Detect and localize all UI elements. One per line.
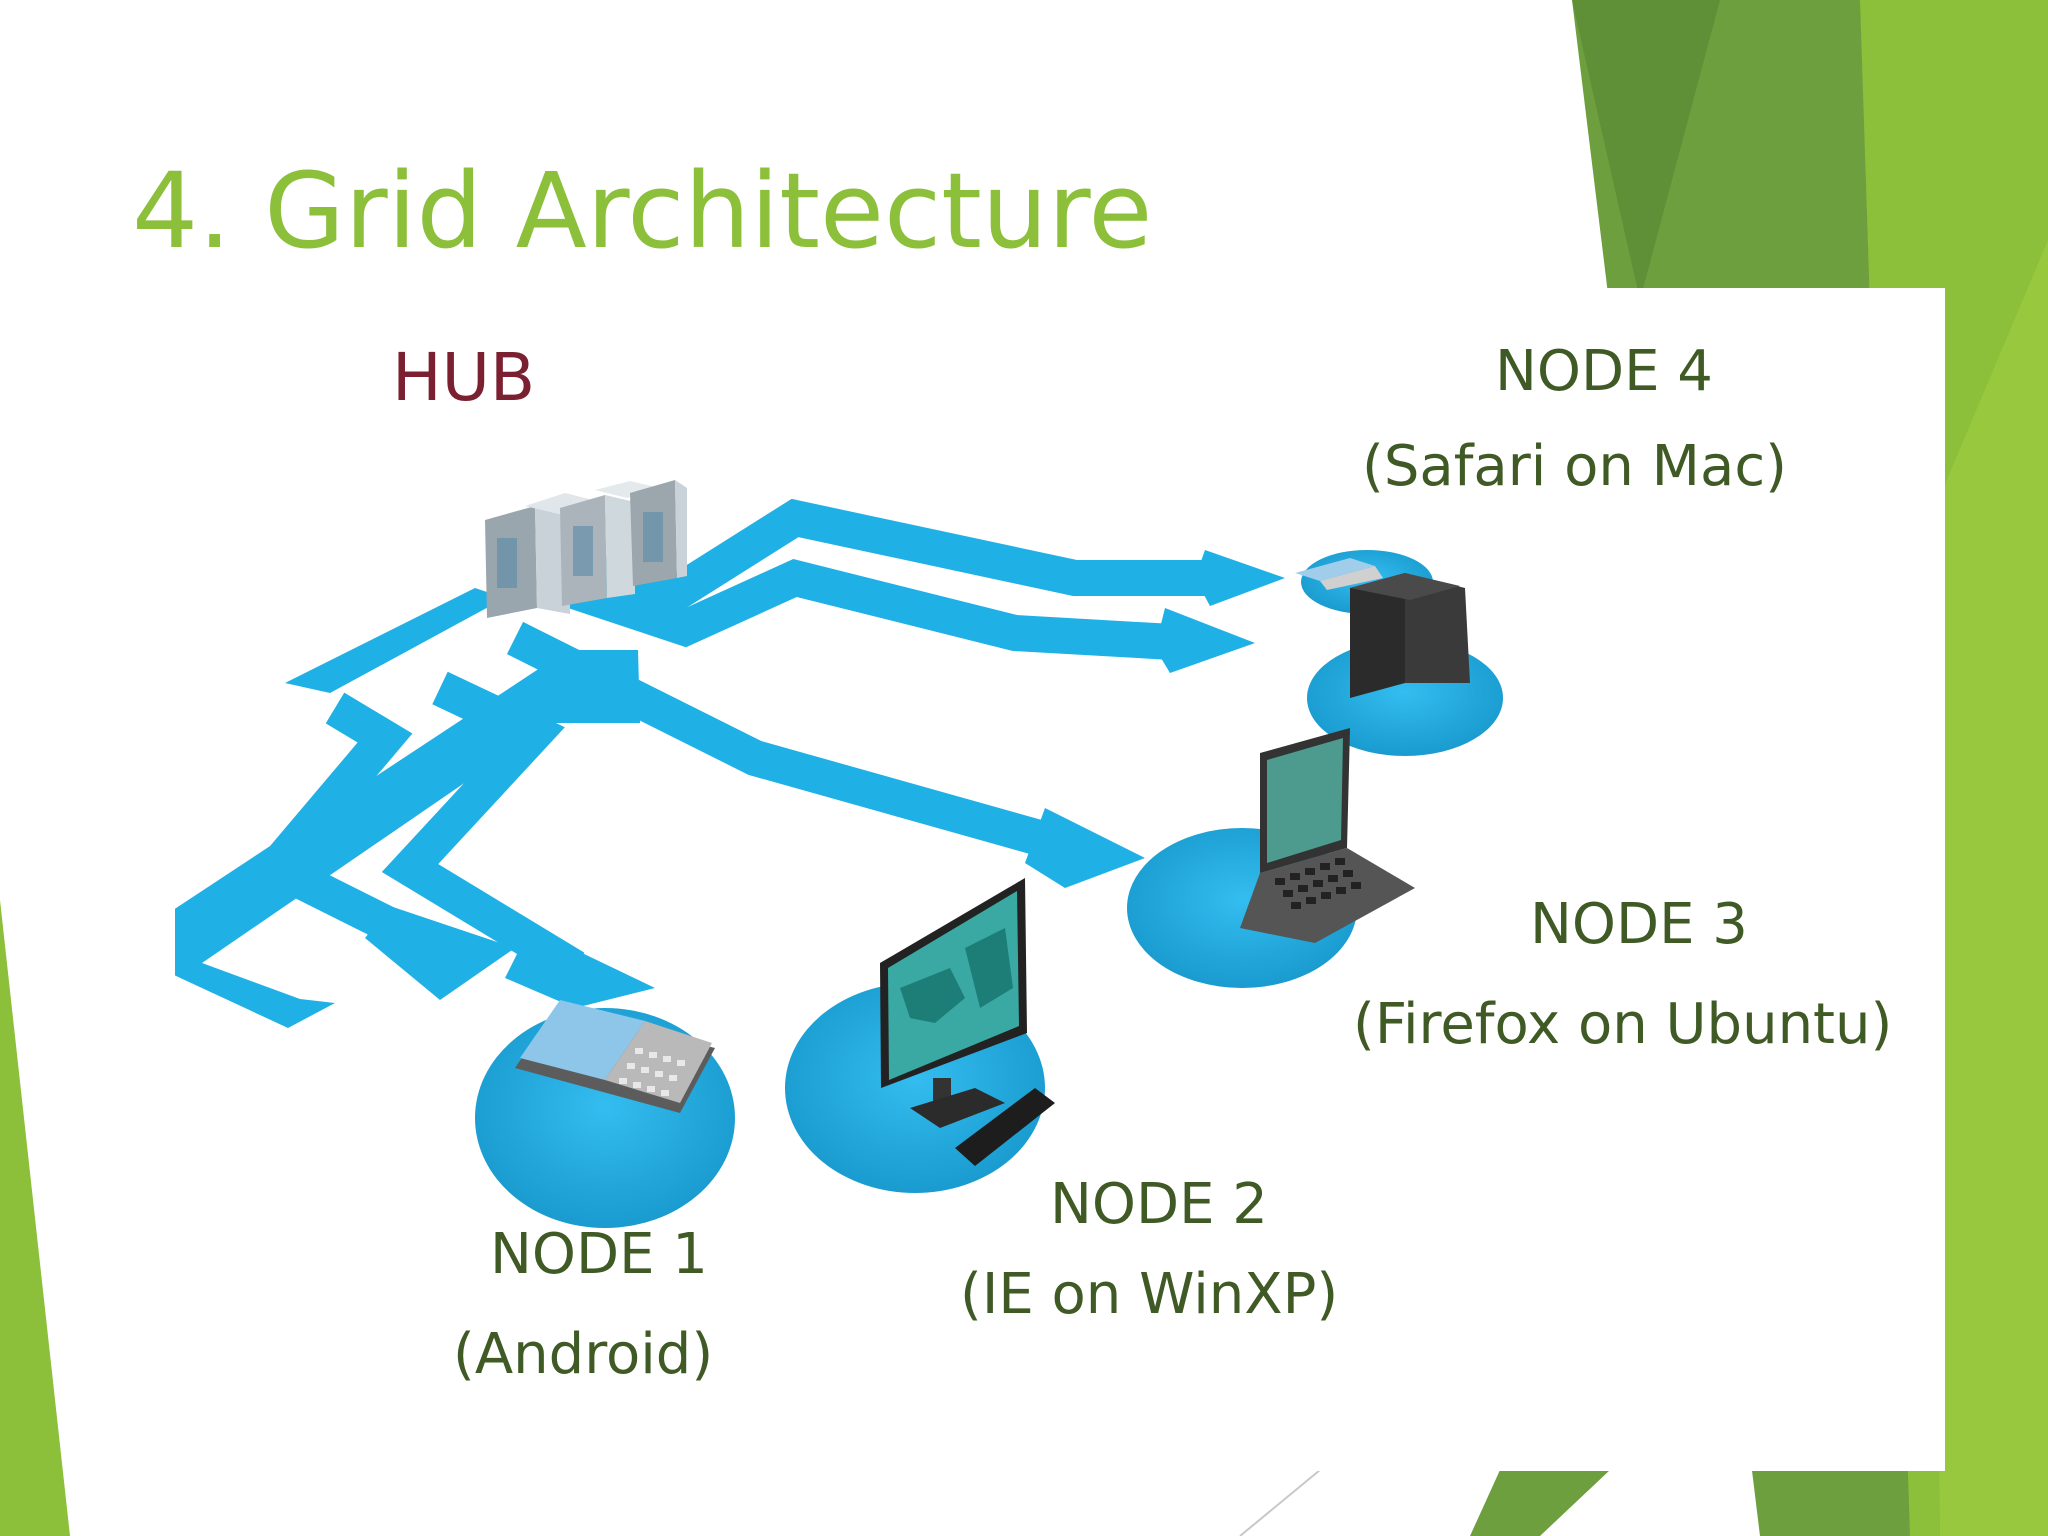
arrow-head-node3: [1025, 808, 1145, 888]
right-bright-facet: [1930, 240, 2048, 1536]
tablet-icon: [515, 1000, 715, 1113]
node2-name: NODE 2: [1050, 1172, 1268, 1237]
node2-platform: (IE on WinXP): [960, 1262, 1338, 1327]
node3-platform: (Firefox on Ubuntu): [1353, 992, 1892, 1057]
grid-diagram-svg: HUB NODE 4 (Safari on Mac) NODE 3 (Firef…: [175, 339, 1892, 1387]
grid-diagram: HUB NODE 4 (Safari on Mac) NODE 3 (Firef…: [175, 288, 1945, 1471]
laptop-icon: [1240, 728, 1415, 943]
node4-platform: (Safari on Mac): [1362, 434, 1787, 499]
node3-name: NODE 3: [1530, 892, 1748, 957]
arrow-strokes: [246, 498, 1230, 984]
arrow-path-node3: [506, 621, 1080, 866]
arrow-path-node1: [246, 692, 444, 965]
arrow-head-node4a: [1195, 550, 1285, 606]
arrow-head-node1: [365, 906, 515, 1000]
arrow-heads: [365, 550, 1285, 1008]
left-green-sliver: [0, 900, 70, 1536]
arrow-head-node2: [505, 928, 655, 1008]
right-dark-facet: [1572, 0, 1720, 300]
hub-server-icon: [485, 480, 687, 618]
arrow-branch-a: [285, 588, 505, 693]
arrow-path-node2: [381, 671, 585, 984]
desktop-monitor-icon: [880, 878, 1055, 1166]
node1-name: NODE 1: [490, 1222, 708, 1287]
bottom-divider-line: [1239, 1469, 1321, 1536]
arrow-path-node4a: [592, 498, 1230, 621]
arrow-head-node4b: [1155, 608, 1255, 673]
hub-label: HUB: [392, 339, 535, 416]
mac-computer-icon: [1295, 558, 1470, 698]
bottom-green-corner: [1470, 1470, 1610, 1536]
arrow-path-node4b: [559, 559, 1192, 661]
node1-platform: (Android): [453, 1322, 713, 1387]
slide-title: 4. Grid Architecture: [132, 150, 1153, 272]
node4-name: NODE 4: [1495, 339, 1713, 404]
